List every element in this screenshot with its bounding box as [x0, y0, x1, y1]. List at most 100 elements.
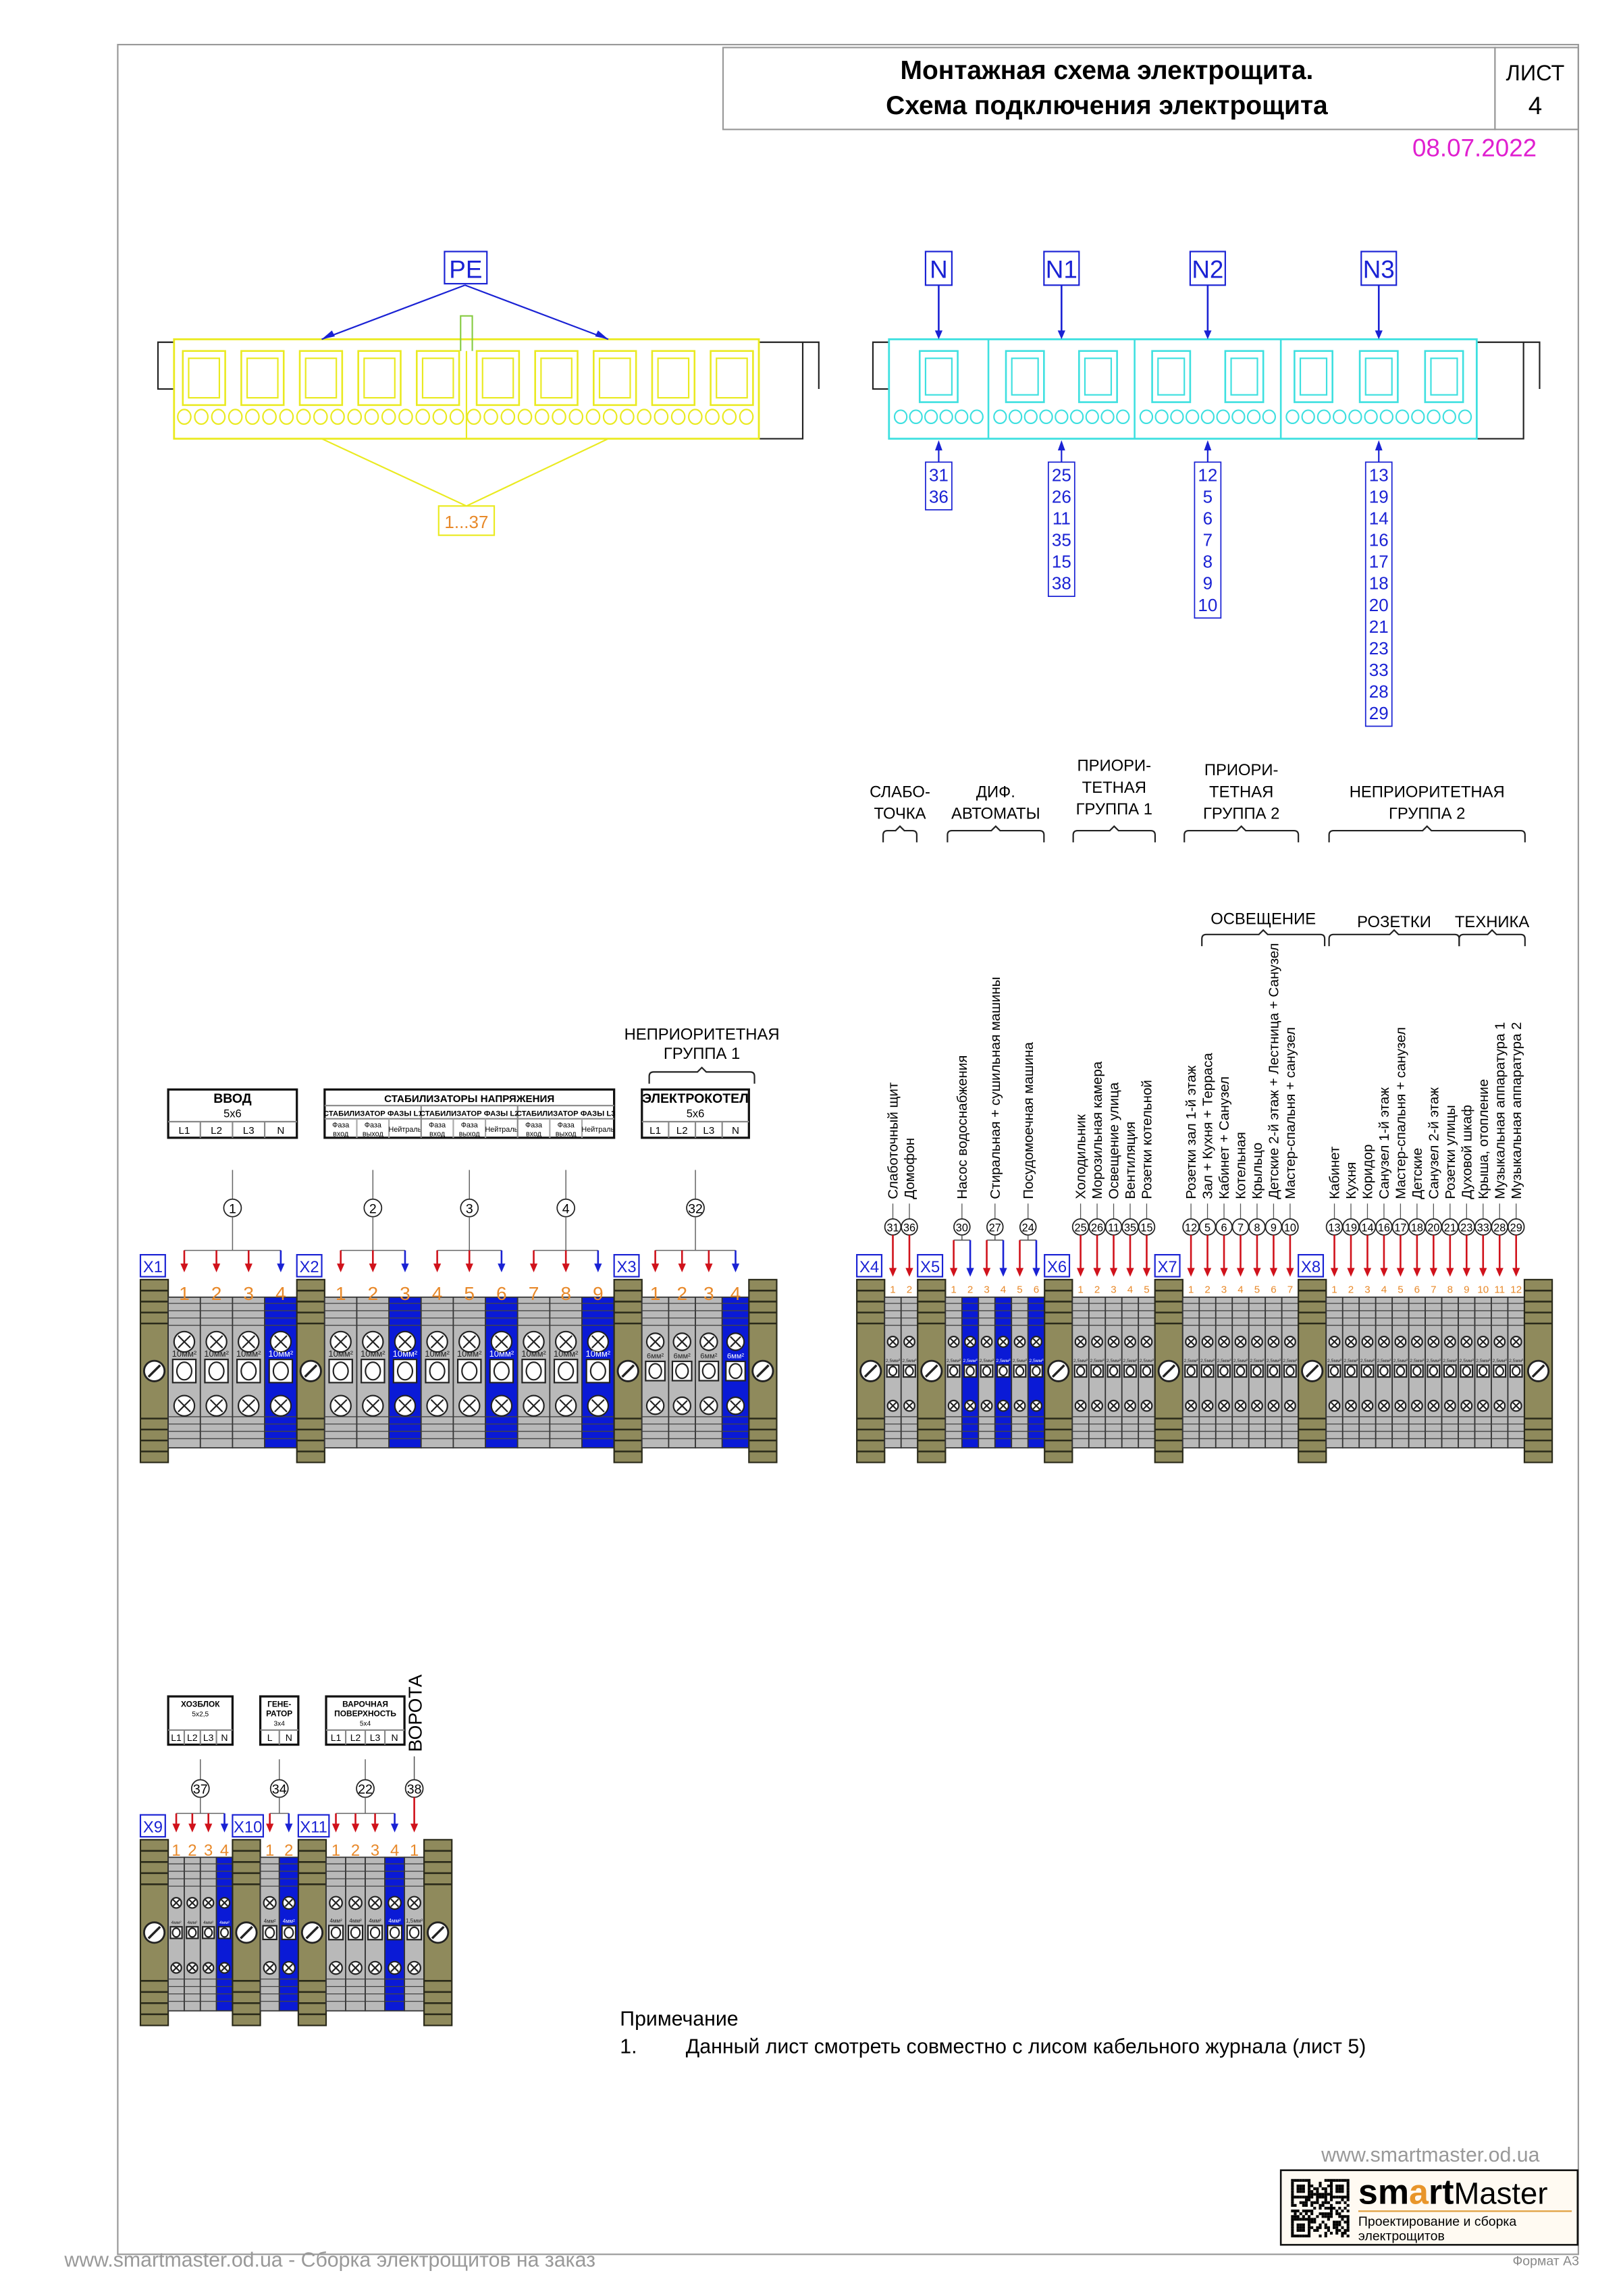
terminal[interactable]: 2,5мм² — [1181, 1297, 1200, 1449]
pe-screw-window — [298, 350, 344, 407]
n-hole — [1411, 409, 1425, 425]
terminal[interactable]: 6мм² — [721, 1297, 750, 1449]
terminal[interactable]: 2,5мм² — [1071, 1297, 1090, 1449]
n-hole — [1200, 409, 1215, 425]
terminal[interactable]: 2,5мм² — [1474, 1297, 1492, 1449]
qr-module — [1338, 2187, 1341, 2191]
terminal[interactable]: 4мм² — [215, 1856, 234, 2012]
terminal[interactable]: 2,5мм² — [978, 1297, 996, 1449]
qr-module — [1333, 2220, 1336, 2224]
terminal[interactable]: 2,5мм² — [1215, 1297, 1233, 1449]
n-bus-label: N3 — [1363, 255, 1395, 283]
terminal[interactable]: 6мм² — [695, 1297, 723, 1449]
terminal[interactable]: 2,5мм² — [1507, 1297, 1525, 1449]
qr-module — [1338, 2212, 1341, 2216]
terminal[interactable]: 10мм² — [516, 1297, 551, 1449]
terminal[interactable]: 2,5мм² — [944, 1297, 963, 1449]
terminal[interactable]: 6мм² — [668, 1297, 696, 1449]
terminal[interactable]: 2,5мм² — [1391, 1297, 1410, 1449]
terminal-number: 5 — [1144, 1284, 1149, 1295]
terminal[interactable]: 4мм² — [184, 1856, 201, 2012]
qr-module — [1329, 2206, 1333, 2210]
terminal[interactable]: 2,5мм² — [1198, 1297, 1217, 1449]
source-conductor: L3 — [243, 1125, 255, 1137]
terminal[interactable]: 2,5мм² — [1281, 1297, 1300, 1449]
terminal[interactable]: 10мм² — [452, 1297, 486, 1449]
terminal[interactable]: 4мм² — [325, 1856, 346, 2012]
terminal[interactable]: 2,5мм² — [900, 1297, 919, 1449]
pe-screw-window — [534, 350, 579, 407]
terminal[interactable]: 10мм² — [581, 1297, 615, 1449]
source-conductor: L — [267, 1732, 273, 1743]
terminal[interactable]: 4мм² — [278, 1856, 299, 2012]
qr-module — [1308, 2218, 1311, 2221]
block-label-box — [613, 1254, 640, 1278]
terminal[interactable]: 2,5мм² — [1341, 1297, 1360, 1449]
qr-module — [1296, 2226, 1300, 2229]
terminal[interactable]: 10мм² — [485, 1297, 518, 1449]
source-conductor: L2 — [350, 1732, 361, 1743]
terminal-number: 5 — [1254, 1284, 1260, 1295]
terminal[interactable]: 2,5мм² — [1358, 1297, 1377, 1449]
title-block: Монтажная схема электрощита. Схема подкл… — [722, 47, 1579, 162]
block-label-box — [297, 1814, 330, 1838]
terminal[interactable]: 2,5мм² — [1265, 1297, 1283, 1449]
terminal[interactable]: 4мм² — [345, 1856, 366, 2012]
qr-module — [1313, 2187, 1316, 2191]
terminal[interactable]: 2,5мм² — [1458, 1297, 1476, 1449]
terminal[interactable]: 1,5мм² — [404, 1856, 425, 2012]
terminal[interactable]: 10мм² — [356, 1297, 390, 1449]
group-brace — [882, 825, 918, 843]
terminal[interactable]: 2,5мм² — [1105, 1297, 1123, 1449]
arrow-head-icon — [220, 1823, 229, 1833]
terminal[interactable]: 2,5мм² — [1027, 1297, 1046, 1449]
terminal[interactable]: 10мм² — [167, 1297, 201, 1449]
terminal[interactable]: 10мм² — [232, 1297, 265, 1449]
n-hole — [893, 409, 908, 425]
terminal[interactable]: 2,5мм² — [1248, 1297, 1267, 1449]
qr-module — [1291, 2226, 1294, 2229]
terminal[interactable]: 4мм² — [167, 1856, 185, 2012]
terminal[interactable]: 10мм² — [323, 1297, 358, 1449]
qr-module — [1294, 2195, 1297, 2199]
terminal[interactable]: 10мм² — [420, 1297, 454, 1449]
terminal[interactable]: 4мм² — [199, 1856, 217, 2012]
terminal[interactable]: 2,5мм² — [1425, 1297, 1443, 1449]
terminal[interactable]: 10мм² — [264, 1297, 298, 1449]
group-header: ДИФ.АВТОМАТЫ — [947, 783, 1045, 843]
terminal[interactable]: 2,5мм² — [1088, 1297, 1107, 1449]
terminal[interactable]: 2,5мм² — [1375, 1297, 1393, 1449]
end-plate — [139, 1839, 169, 2027]
terminal[interactable]: 2,5мм² — [961, 1297, 980, 1449]
qr-module — [1296, 2223, 1300, 2226]
qr-module — [1343, 2195, 1347, 2199]
terminal[interactable]: 2,5мм² — [1231, 1297, 1250, 1449]
terminal[interactable]: 6мм² — [641, 1297, 670, 1449]
terminal[interactable]: 2,5мм² — [1011, 1297, 1029, 1449]
terminal[interactable]: 10мм² — [199, 1297, 234, 1449]
terminal[interactable]: 2,5мм² — [1408, 1297, 1426, 1449]
terminal[interactable]: 2,5мм² — [1325, 1297, 1343, 1449]
terminal[interactable]: 2,5мм² — [1138, 1297, 1156, 1449]
terminal[interactable]: 10мм² — [549, 1297, 583, 1449]
arrow-head-icon — [1286, 1268, 1294, 1277]
qr-module — [1310, 2190, 1314, 2193]
terminal[interactable]: 2,5мм² — [1441, 1297, 1459, 1449]
terminal[interactable]: 2,5мм² — [1491, 1297, 1509, 1449]
qr-module — [1313, 2201, 1316, 2204]
terminal[interactable]: 4мм² — [384, 1856, 405, 2012]
source-conductor: N — [732, 1125, 739, 1137]
sheet-number: 4 — [1528, 92, 1542, 120]
terminal-cross-section: 2,5мм² — [1460, 1359, 1474, 1363]
terminal[interactable]: 4мм² — [365, 1856, 385, 2012]
terminal[interactable]: 2,5мм² — [994, 1297, 1013, 1449]
terminal[interactable]: 2,5мм² — [1121, 1297, 1140, 1449]
terminal[interactable]: 4мм² — [259, 1856, 280, 2012]
cable-number: 23 — [1460, 1222, 1472, 1234]
terminal[interactable]: 10мм² — [388, 1297, 422, 1449]
terminal[interactable]: 2,5мм² — [884, 1297, 902, 1449]
